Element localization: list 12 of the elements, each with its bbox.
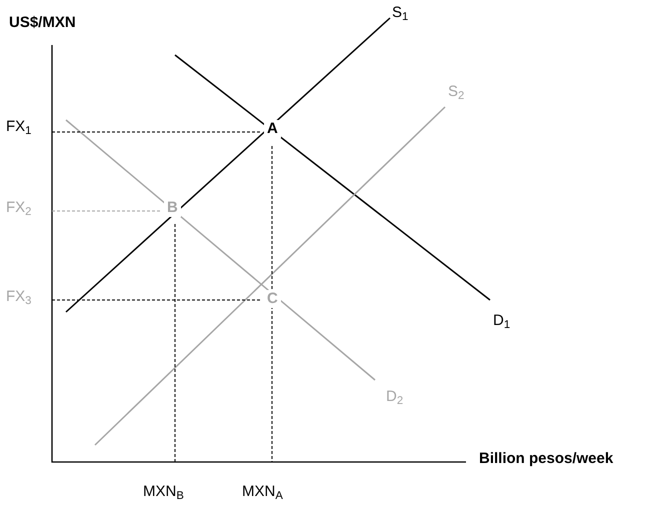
point-label: B xyxy=(164,199,181,217)
curve-label: S$_{1}$ xyxy=(392,4,408,22)
rate-label: FX$_{3}$ xyxy=(6,288,32,306)
curve-label: D$_{1}$ xyxy=(493,312,510,330)
quantity-label: MXN$_{A}$ xyxy=(242,483,283,501)
rate-label: FX$_{1}$ xyxy=(6,118,32,136)
point-label: C xyxy=(264,290,281,308)
curve-label: D$_{2}$ xyxy=(386,388,404,406)
quantity-label: MXN$_{B}$ xyxy=(143,483,184,501)
rate-label: FX$_{2}$ xyxy=(6,199,32,217)
point-label: A xyxy=(264,120,281,138)
curve-label: S$_{2}$ xyxy=(448,83,464,101)
